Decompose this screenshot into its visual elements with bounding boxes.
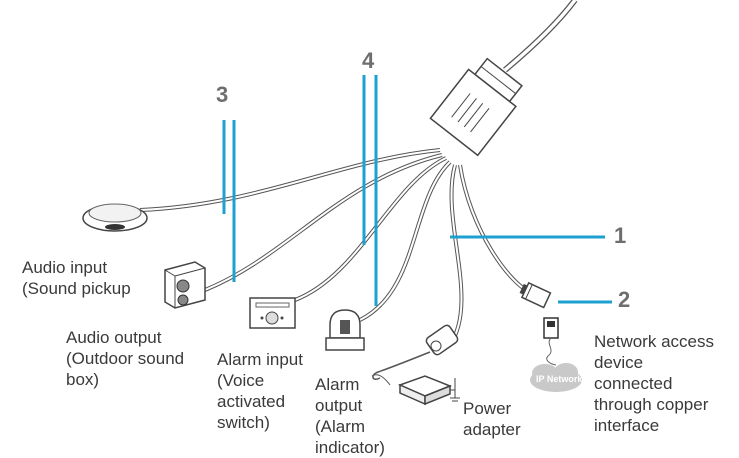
cable-bundle-inner bbox=[139, 149, 533, 346]
audio-input-label: Audio input (Sound pickup bbox=[22, 258, 131, 298]
network-device bbox=[543, 317, 559, 366]
voice-switch-device bbox=[249, 297, 296, 329]
callout-number-2: 2 bbox=[618, 287, 631, 312]
rj45-plug bbox=[519, 281, 552, 309]
speaker-box-device bbox=[164, 261, 206, 309]
network-device-label: Network access device connected through … bbox=[594, 332, 714, 435]
power-adapter-label: Power adapter bbox=[463, 399, 521, 439]
callout-number-4: 4 bbox=[362, 48, 375, 73]
sound-pickup-device bbox=[82, 203, 148, 232]
ip-network-label: IP Network bbox=[536, 374, 583, 384]
alarm-indicator-device bbox=[325, 309, 365, 351]
alarm-output-label: Alarm output (Alarm indicator) bbox=[315, 375, 385, 457]
callout-lines bbox=[222, 75, 612, 306]
callout-number-3: 3 bbox=[216, 82, 229, 107]
cable-connector-head bbox=[429, 57, 523, 157]
power-adapter-device bbox=[397, 375, 460, 406]
power-connector bbox=[425, 324, 459, 356]
audio-output-label: Audio output (Outdoor sound box) bbox=[66, 328, 185, 389]
alarm-input-label: Alarm input (Voice activated switch) bbox=[217, 350, 303, 432]
callout-number-1: 1 bbox=[614, 223, 627, 248]
cloud-icon bbox=[530, 363, 582, 392]
